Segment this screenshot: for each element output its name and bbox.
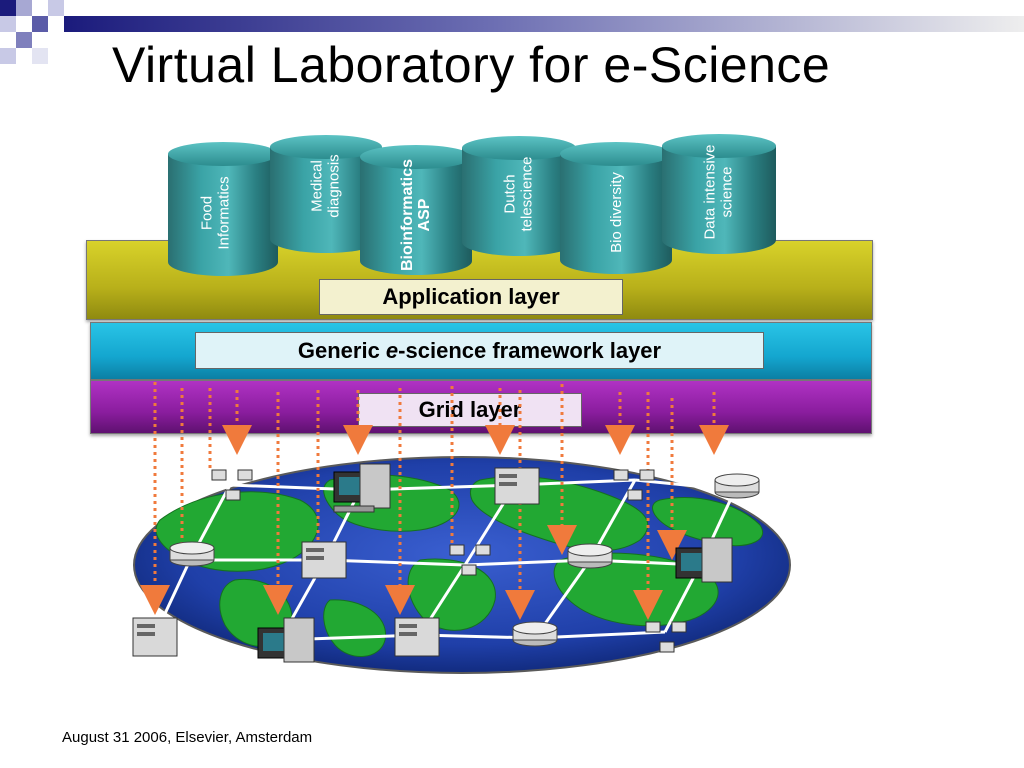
application-layer-label: Application layer [319,279,623,315]
corner-square-light [48,0,64,16]
cylinder-bio-diversity: Bio diversity [560,142,672,274]
cylinder-label-line2: science [719,166,736,218]
corner-square-dark [0,48,16,64]
generic-label-prefix: Generic [297,337,386,363]
globe-land [155,474,763,657]
slide-title: Virtual Laboratory for e-Science [112,37,831,93]
server-tower-icon [132,617,178,657]
corner-square-dark [32,0,48,16]
corner-square-dark [16,16,32,32]
cylinder-label-line2: ASP [416,198,434,232]
server-tower-icon [394,617,440,657]
server-tower-icon [301,541,347,579]
corner-square-light [16,32,32,48]
cylinder-label-line1: Bioinformatics [399,158,417,272]
title-rule [64,16,1024,32]
generic-label-suffix: -science framework layer [398,337,662,363]
server-tower-icon [494,467,540,505]
cylinder-label-line1: Medical [308,160,326,212]
globe-ocean [133,456,791,674]
cylinder-label-line2: telescience [518,156,536,232]
cylinder-label-line2: diagnosis [325,154,343,218]
corner-square-dark [32,16,48,32]
storage-disk-icon [714,473,760,499]
workstation-icon [675,537,733,583]
generic-label-italic: e [385,337,399,363]
corner-square-light [0,16,16,32]
workstation-icon [257,617,315,663]
workstation-icon [333,463,391,513]
cylinder-label-line1: Dutch [501,174,519,214]
laptop-icon [211,469,687,653]
slide-footer: August 31 2006, Elsevier, Amsterdam [62,729,313,746]
corner-square-dark [0,0,16,16]
cylinder-label-line1: Bio diversity [607,171,625,253]
cylinder-label-line1: Food [198,195,216,231]
grid-layer-label: Grid layer [358,393,582,427]
storage-disk-icon [512,621,558,647]
corner-square-dark [32,48,48,64]
cylinder-label-line1: Data intensive [702,144,719,240]
network-links [153,478,737,642]
storage-disk-icon [567,543,613,569]
storage-disk-icon [169,541,215,567]
cylinder-label-line2: Informatics [215,176,233,250]
corner-square-light [16,0,32,16]
generic-framework-layer-label: Generic e-science framework layer [195,332,764,369]
